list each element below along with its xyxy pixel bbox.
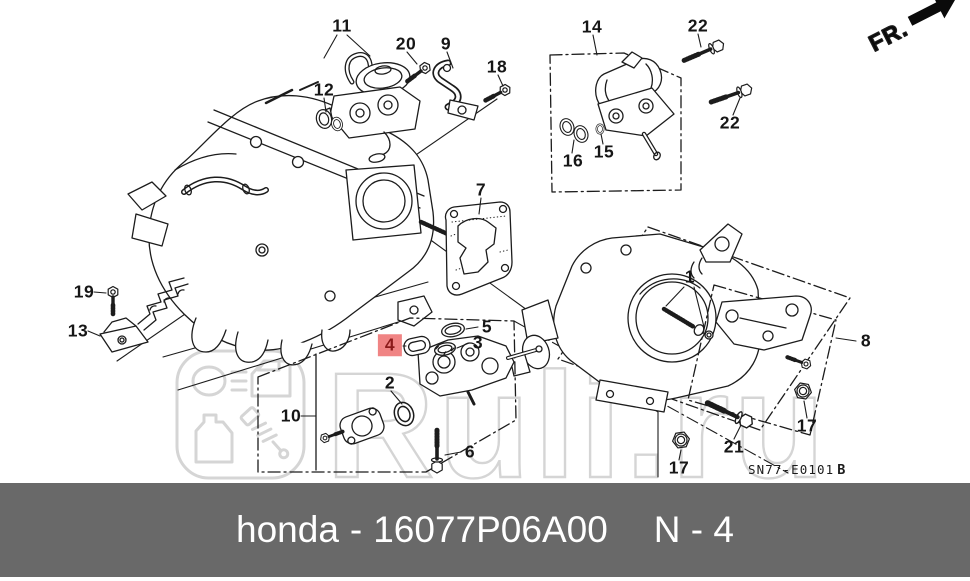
shock-absorber-icon: [239, 406, 290, 460]
callout-12[interactable]: 12: [313, 79, 335, 100]
footer-separator: -: [349, 509, 363, 550]
callout-6[interactable]: 6: [464, 441, 476, 462]
callout-1[interactable]: 1: [684, 266, 696, 287]
callout-18[interactable]: 18: [486, 56, 508, 77]
gasket-4-highlighted-part: [403, 335, 431, 357]
valve-flange-plate: [339, 407, 385, 445]
callout-14[interactable]: 14: [581, 16, 603, 37]
oil-jug-icon: [194, 413, 234, 464]
fast-idle-valve: [313, 52, 421, 163]
screw-1-thread: [661, 306, 697, 330]
callout-22b[interactable]: 22: [719, 112, 741, 133]
part-number: 16077P06A00: [373, 509, 608, 550]
callout-2[interactable]: 2: [384, 372, 396, 393]
callout-10[interactable]: 10: [280, 405, 302, 426]
callout-20[interactable]: 20: [395, 33, 417, 54]
callout-11[interactable]: 11: [332, 15, 352, 36]
throttle-gasket-7: [444, 201, 513, 296]
throttle-body: [509, 223, 851, 431]
callout-4-selected[interactable]: 4: [377, 334, 403, 356]
drawing-code-suffix: B: [837, 462, 847, 478]
callout-16[interactable]: 16: [562, 150, 584, 171]
callout-15[interactable]: 15: [593, 141, 615, 162]
gasket-5: [441, 322, 465, 338]
mount-bracket-8: [687, 284, 837, 436]
callout-9[interactable]: 9: [440, 33, 452, 54]
valve-stay-bracket: [432, 59, 479, 121]
callout-17a[interactable]: 17: [796, 415, 818, 436]
catalog-page-ref: N - 4: [653, 509, 734, 550]
gasket-3: [434, 342, 456, 356]
intake-manifold: [127, 81, 455, 366]
callout-leader-lines: [87, 33, 857, 461]
callout-5[interactable]: 5: [481, 316, 493, 337]
headlight-icon: [191, 365, 227, 397]
fr-arrow-icon: [907, 0, 957, 26]
drawing-code-text: SN77-E0101: [748, 462, 835, 477]
harness-bracket-13: [99, 277, 189, 353]
callout-21[interactable]: 21: [723, 436, 745, 457]
callout-22a[interactable]: 22: [687, 15, 709, 36]
brand-name: honda: [236, 509, 339, 550]
callout-19[interactable]: 19: [73, 281, 95, 302]
air-valve-group-10: [257, 317, 543, 473]
callout-7[interactable]: 7: [475, 179, 487, 200]
footer-bar: honda - 16077P06A00 N - 4: [0, 483, 970, 577]
callout-13[interactable]: 13: [67, 320, 89, 341]
callout-3[interactable]: 3: [472, 332, 484, 353]
callout-17b[interactable]: 17: [668, 457, 690, 478]
solenoid-valve-group: [549, 51, 682, 193]
callout-8[interactable]: 8: [860, 330, 872, 351]
